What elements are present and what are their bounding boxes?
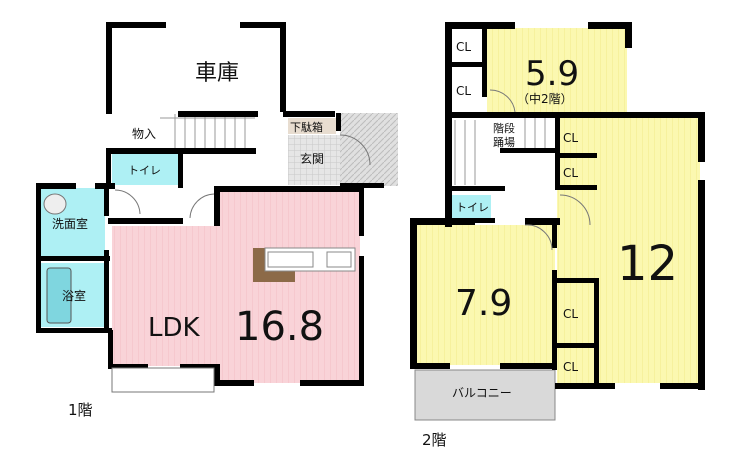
toilet-room-1f bbox=[112, 153, 180, 185]
bathtub-icon bbox=[46, 267, 72, 324]
large-room-lower bbox=[557, 188, 599, 383]
door-swing-icon bbox=[189, 193, 215, 219]
bathroom-label: 浴室 bbox=[62, 288, 86, 303]
door-swing-icon bbox=[339, 134, 371, 166]
toilet-room-2f bbox=[451, 195, 491, 218]
ldk-size: 16.8 bbox=[235, 304, 324, 350]
door-swing-icon bbox=[559, 194, 591, 226]
porch bbox=[340, 113, 398, 186]
stairs-1f bbox=[160, 114, 255, 148]
walls-1f bbox=[36, 22, 384, 386]
large-room-size: 12 bbox=[617, 236, 678, 292]
window-1f-bottom bbox=[111, 367, 215, 393]
floor-2-label: 2階 bbox=[422, 431, 447, 449]
toilet-label-1f: トイレ bbox=[128, 164, 161, 177]
balcony-label: バルコニー bbox=[452, 386, 512, 400]
landing-label: 階段 bbox=[493, 121, 515, 135]
small-room bbox=[417, 225, 555, 365]
ldk-room bbox=[112, 190, 360, 383]
shoe-cabinet-label: 下駄箱 bbox=[290, 120, 323, 134]
door-swing-icon bbox=[524, 224, 553, 251]
balcony bbox=[414, 369, 556, 421]
mezzanine-note: （中2階） bbox=[517, 91, 573, 106]
sink-icon bbox=[43, 193, 67, 215]
closet-label: CL bbox=[563, 307, 578, 321]
toilet-label-2f: トイレ bbox=[456, 201, 489, 214]
garage-label: 車庫 bbox=[195, 61, 239, 86]
washroom-label: 洗面室 bbox=[52, 216, 88, 231]
sink-icon bbox=[267, 251, 314, 268]
shoe-cabinet bbox=[288, 118, 336, 134]
door-swing-icon bbox=[489, 89, 516, 113]
floor-2: CL CL CL CL CL CL 5.9 （中2階） 階段 踊場 トイレ 12… bbox=[410, 22, 705, 449]
closet-label: CL bbox=[563, 360, 578, 374]
closet-label: CL bbox=[563, 166, 578, 180]
floor-1: 車庫 物入 下駄箱 玄関 トイレ 洗面室 浴室 LDK 16.8 1階 bbox=[36, 22, 398, 419]
entrance-label: 玄関 bbox=[300, 151, 324, 166]
closet-label: CL bbox=[563, 131, 578, 145]
small-room-size: 7.9 bbox=[455, 283, 512, 324]
stove-icon bbox=[326, 251, 352, 268]
large-room bbox=[560, 117, 700, 383]
closet-label: CL bbox=[456, 40, 471, 54]
storage-label: 物入 bbox=[132, 127, 156, 141]
garage-room bbox=[110, 28, 282, 110]
door-swing-icon bbox=[114, 189, 141, 215]
floor-1-label: 1階 bbox=[68, 401, 93, 419]
stairs-2f bbox=[454, 118, 546, 185]
ldk-label: LDK bbox=[148, 313, 201, 343]
mezzanine-size: 5.9 bbox=[525, 54, 579, 94]
walls-2f bbox=[410, 22, 705, 390]
landing-label: 踊場 bbox=[493, 136, 515, 149]
closet-label: CL bbox=[456, 84, 471, 98]
entrance-floor bbox=[288, 135, 340, 185]
mezzanine-room bbox=[487, 28, 627, 112]
